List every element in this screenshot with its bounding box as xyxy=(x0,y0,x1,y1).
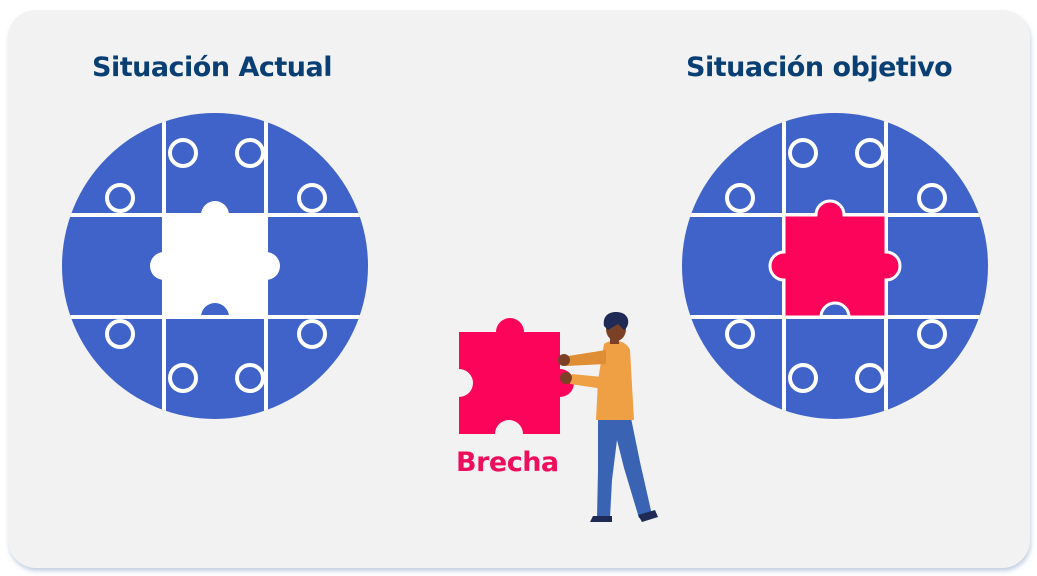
person-legs xyxy=(597,418,652,518)
gap-puzzle-piece xyxy=(459,318,574,434)
person-figure xyxy=(558,312,658,522)
target-puzzle-tabs xyxy=(725,138,947,393)
gap-label: Brecha xyxy=(456,447,559,478)
current-situation-title: Situación Actual xyxy=(92,52,332,83)
filled-center-piece xyxy=(768,199,902,319)
target-puzzle-circle xyxy=(682,113,988,419)
person-shoes xyxy=(590,510,658,522)
current-puzzle-circle xyxy=(62,113,368,419)
person-arm-back xyxy=(566,350,606,366)
person-hand-upper xyxy=(558,354,570,366)
missing-piece-hole xyxy=(150,201,280,317)
person-arm-front xyxy=(570,360,624,392)
person-hair xyxy=(603,312,629,330)
person-hand-lower xyxy=(560,372,572,384)
current-puzzle-tabs xyxy=(105,138,327,393)
target-situation-title: Situación objetivo xyxy=(686,52,953,83)
